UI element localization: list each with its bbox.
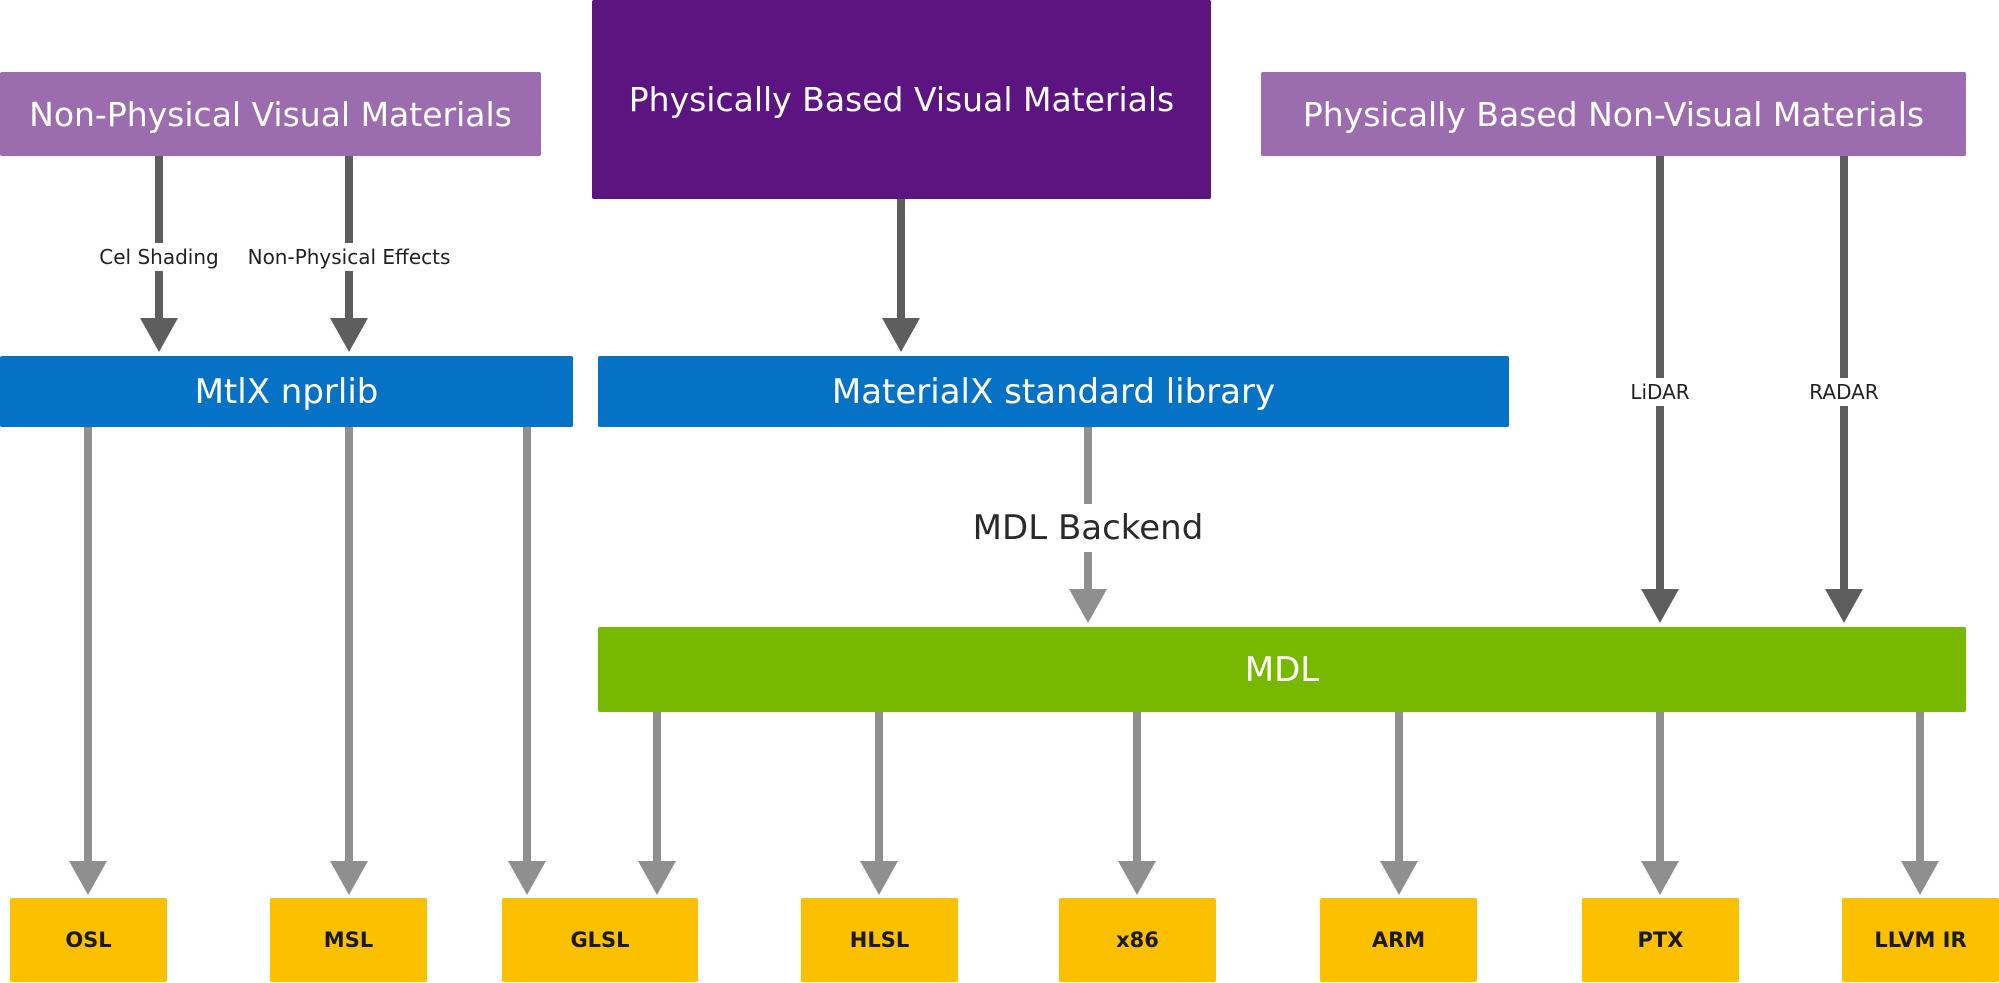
target-label: LLVM IR — [1874, 928, 1967, 952]
arrow-head — [1118, 861, 1156, 895]
arrow-head — [508, 861, 546, 895]
arrow-head — [330, 318, 368, 352]
target-arm: ARM — [1320, 898, 1477, 982]
node-nonphysical-visual-materials: Non-Physical Visual Materials — [0, 72, 541, 156]
target-label: PTX — [1637, 928, 1684, 952]
arrow-head — [330, 861, 368, 895]
node-label: Non-Physical Visual Materials — [29, 94, 512, 134]
node-label: MtlX nprlib — [194, 371, 379, 412]
arrow-head — [1641, 861, 1679, 895]
target-x86: x86 — [1059, 898, 1216, 982]
edge-nprlib-to-glsl — [508, 427, 546, 895]
target-label: HLSL — [849, 928, 910, 952]
target-label: ARM — [1371, 928, 1426, 952]
node-physically-based-nonvisual-materials: Physically Based Non-Visual Materials — [1261, 72, 1966, 156]
edge-nonvisual-to-mdl-radar — [1825, 156, 1863, 623]
edge-label-mdl-backend: MDL Backend — [966, 504, 1210, 552]
arrow-head — [1825, 589, 1863, 623]
edge-nonphysical-to-nprlib-effects — [330, 156, 368, 352]
node-mdl: MDL — [598, 627, 1966, 712]
arrow-head — [1901, 861, 1939, 895]
target-label: GLSL — [570, 928, 630, 952]
edge-mdl-to-x86 — [1118, 712, 1156, 895]
edge-label-cel-shading: Cel Shading — [95, 243, 223, 271]
arrow-head — [638, 861, 676, 895]
node-materialx-standard-library: MaterialX standard library — [598, 356, 1509, 427]
node-mtlx-nprlib: MtlX nprlib — [0, 356, 573, 427]
arrow-head — [140, 318, 178, 352]
edge-nonphysical-to-nprlib-cel — [140, 156, 178, 352]
edge-nprlib-to-osl — [69, 427, 107, 895]
edge-label-lidar: LiDAR — [1626, 378, 1694, 406]
edge-mdl-to-ptx — [1641, 712, 1679, 895]
target-ptx: PTX — [1582, 898, 1739, 982]
arrow-head — [860, 861, 898, 895]
edge-nonvisual-to-mdl-lidar — [1641, 156, 1679, 623]
node-physically-based-visual-materials: Physically Based Visual Materials — [592, 0, 1211, 199]
edge-mdl-to-arm — [1380, 712, 1418, 895]
arrow-head — [1641, 589, 1679, 623]
target-msl: MSL — [270, 898, 427, 982]
target-label: x86 — [1116, 928, 1159, 952]
node-label: Physically Based Visual Materials — [628, 80, 1175, 119]
edge-mdl-to-llvm-ir — [1901, 712, 1939, 895]
edge-label-nonphysical-effects: Non-Physical Effects — [243, 243, 455, 271]
target-label: MSL — [323, 928, 374, 952]
arrow-head — [1069, 589, 1107, 623]
arrow-head — [1380, 861, 1418, 895]
edge-physical-visual-to-stdlib — [882, 199, 920, 352]
target-hlsl: HLSL — [801, 898, 958, 982]
edge-mdl-to-hlsl — [860, 712, 898, 895]
node-label: MDL — [1244, 649, 1320, 690]
target-llvm-ir: LLVM IR — [1842, 898, 1999, 982]
arrow-head — [882, 318, 920, 352]
node-label: Physically Based Non-Visual Materials — [1302, 94, 1925, 134]
edge-mdl-to-glsl — [638, 712, 676, 895]
arrow-head — [69, 861, 107, 895]
target-glsl: GLSL — [502, 898, 698, 982]
edge-nprlib-to-msl — [330, 427, 368, 895]
target-osl: OSL — [10, 898, 167, 982]
node-label: MaterialX standard library — [831, 371, 1276, 412]
target-label: OSL — [65, 928, 112, 952]
edge-label-radar: RADAR — [1805, 378, 1883, 406]
